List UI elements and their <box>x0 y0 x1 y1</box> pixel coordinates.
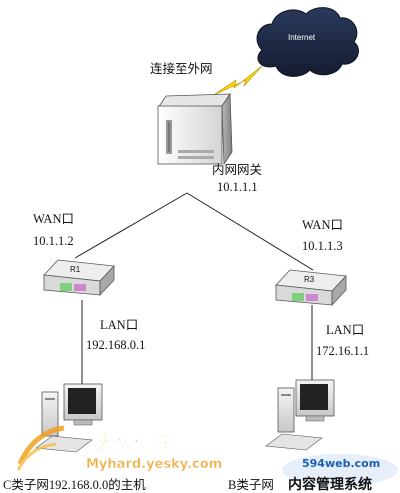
host-pc-right-icon <box>265 379 335 451</box>
gateway-caption: 连接至外网 <box>150 61 213 76</box>
gateway-to-r1-link <box>74 192 188 259</box>
gateway-ip: 10.1.1.1 <box>217 180 258 194</box>
internet-label: Internet <box>288 33 316 42</box>
r1-lan-label: LAN口 <box>100 318 138 332</box>
host-left-caption: C类子网192.168.0.0的主机 <box>3 477 146 492</box>
host-pc-left-icon <box>35 383 103 453</box>
r1-name: R1 <box>70 265 81 274</box>
r3-wan-label: WAN口 <box>302 218 343 232</box>
watermark-brand-left: 天极硬件 <box>96 430 172 453</box>
watermark-tianji-logo: 天极硬件 Myhard.yesky.com <box>16 425 222 472</box>
gateway-to-r3-link <box>186 192 314 271</box>
watermark-brand-right: 内容管理系统 <box>288 476 372 493</box>
gateway-name: 内网网关 <box>212 163 262 177</box>
gateway-server-icon <box>157 92 233 166</box>
router-r1-icon: R1 <box>43 259 115 297</box>
r3-name: R3 <box>304 275 315 284</box>
watermark-594web-logo: 594web.com <box>282 454 398 486</box>
internet-cloud: Internet <box>256 7 359 77</box>
lightning-bolt-icon <box>211 65 263 97</box>
r1-lan-ip: 192.168.0.1 <box>86 338 145 352</box>
host-right-caption: B类子网 <box>228 478 274 492</box>
r1-wan-label: WAN口 <box>33 212 74 226</box>
watermark-url-left: Myhard.yesky.com <box>86 457 222 472</box>
connection-lines <box>74 192 314 390</box>
r3-lan-label: LAN口 <box>326 323 364 337</box>
router-r3-icon: R3 <box>275 269 347 307</box>
r3-lan-ip: 172.16.1.1 <box>316 344 369 358</box>
watermark-url-right: 594web.com <box>302 457 380 470</box>
r1-wan-ip: 10.1.1.2 <box>33 234 74 248</box>
r3-wan-ip: 10.1.1.3 <box>302 239 343 253</box>
